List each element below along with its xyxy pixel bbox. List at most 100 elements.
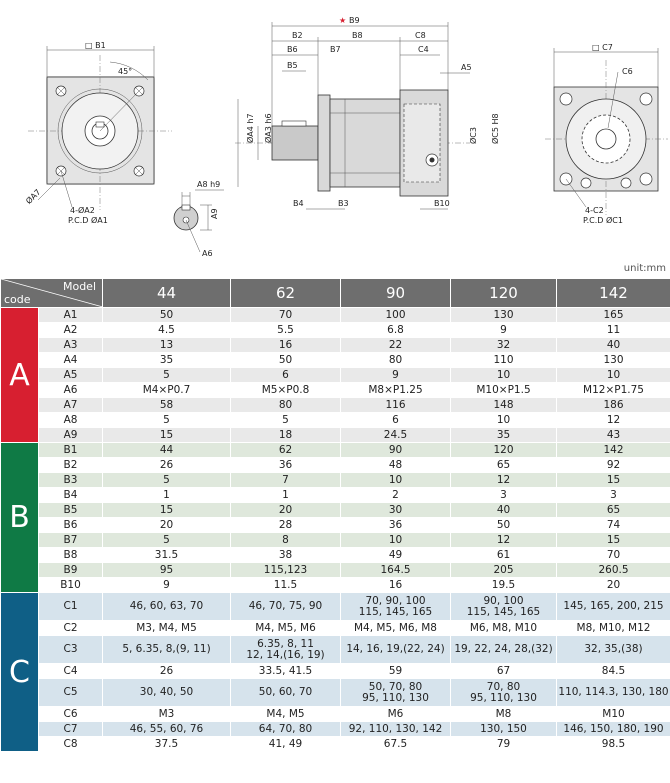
unit-label: unit:mm [623,263,666,274]
cell-value: 13 [102,337,231,353]
dim-a6: A6 [202,249,213,258]
dim-b8: B8 [352,31,363,40]
cell-value: 6.8 [340,322,451,338]
cell-value: 67.5 [340,736,451,752]
cell-value: 6 [230,367,341,383]
dim-c8: C8 [415,31,426,40]
row-code: B9 [38,562,103,578]
cell-value: 26 [102,457,231,473]
cell-value: 15 [102,502,231,518]
header-model-90: 90 [340,278,451,308]
cell-value: 50, 70, 80 95, 110, 130 [340,678,451,707]
cell-value: M6, M8, M10 [450,620,557,636]
dim-b3: B3 [338,199,349,208]
cell-value: 65 [450,457,557,473]
dim-c5: ØC5 H8 [490,113,500,144]
dim-c4: C4 [418,45,429,54]
cell-value: 46, 70, 75, 90 [230,592,341,621]
cell-value: 79 [450,736,557,752]
cell-value: 1 [230,487,341,503]
cell-value: 10 [340,532,451,548]
row-code: B8 [38,547,103,563]
cell-value: 146, 150, 180, 190 [556,721,670,737]
cell-value: 41, 49 [230,736,341,752]
cell-value: 145, 165, 200, 215 [556,592,670,621]
cell-value: 5 [102,472,231,488]
dim-c7: □ C7 [592,43,613,52]
row-code: C8 [38,736,103,752]
dim-b7: B7 [330,45,341,54]
cell-value: 35 [450,427,557,443]
cell-value: 46, 55, 60, 76 [102,721,231,737]
cell-value: 116 [340,397,451,413]
cell-value: M4, M5, M6 [230,620,341,636]
row-code: C1 [38,592,103,621]
cell-value: M8×P1.25 [340,382,451,398]
cell-value: 50 [102,307,231,323]
cell-value: 142 [556,442,670,458]
cell-value: 165 [556,307,670,323]
dim-a9: A9 [210,208,219,219]
cell-value: 9 [450,322,557,338]
dim-a4: ØA4 h7 [245,113,255,143]
row-code: C2 [38,620,103,636]
cell-value: 84.5 [556,663,670,679]
cell-value: 9 [340,367,451,383]
cell-value: 7 [230,472,341,488]
row-code: B10 [38,577,103,593]
dim-c2: 4-C2 [585,206,604,215]
group-label: B [0,442,39,593]
cell-value: 12 [450,472,557,488]
cell-value: 50, 60, 70 [230,678,341,707]
dim-b9: B9 [349,16,360,25]
cell-value: 10 [450,412,557,428]
cell-value: 186 [556,397,670,413]
cell-value: 260.5 [556,562,670,578]
drawing-svg: □ B1 45° ØA7 4-ØA2 P.C.D ØA1 A8 h9 A9 A6 [24,16,668,258]
row-code: A9 [38,427,103,443]
cell-value: 10 [340,472,451,488]
dim-b6: B6 [287,45,298,54]
cell-value: 130 [556,352,670,368]
cell-value: 2 [340,487,451,503]
front-view-right: □ C7 C6 4-C2 P.C.D ØC1 [545,43,668,225]
row-code: A2 [38,322,103,338]
cell-value: M4, M5 [230,706,341,722]
cell-value: 148 [450,397,557,413]
row-code: B5 [38,502,103,518]
row-code: A3 [38,337,103,353]
cell-value: M4×P0.7 [102,382,231,398]
cell-value: 5 [230,412,341,428]
dim-a5: A5 [461,63,472,72]
cell-value: 33.5, 41.5 [230,663,341,679]
side-view: ★ B9 B2 B8 C8 B6 B7 C4 B5 A5 ØA4 h7 ØA3 … [235,16,500,210]
cell-value: 48 [340,457,451,473]
header-model-label: Model [62,280,96,293]
cell-value: 20 [556,577,670,593]
dim-45-deg: 45° [118,67,132,76]
cell-value: 164.5 [340,562,451,578]
cell-value: 6.35, 8, 11 12, 14,(16, 19) [230,635,341,664]
cell-value: 120 [450,442,557,458]
dim-c3: ØC3 [468,127,478,144]
cell-value: 40 [450,502,557,518]
cell-value: 46, 60, 63, 70 [102,592,231,621]
cell-value: 43 [556,427,670,443]
